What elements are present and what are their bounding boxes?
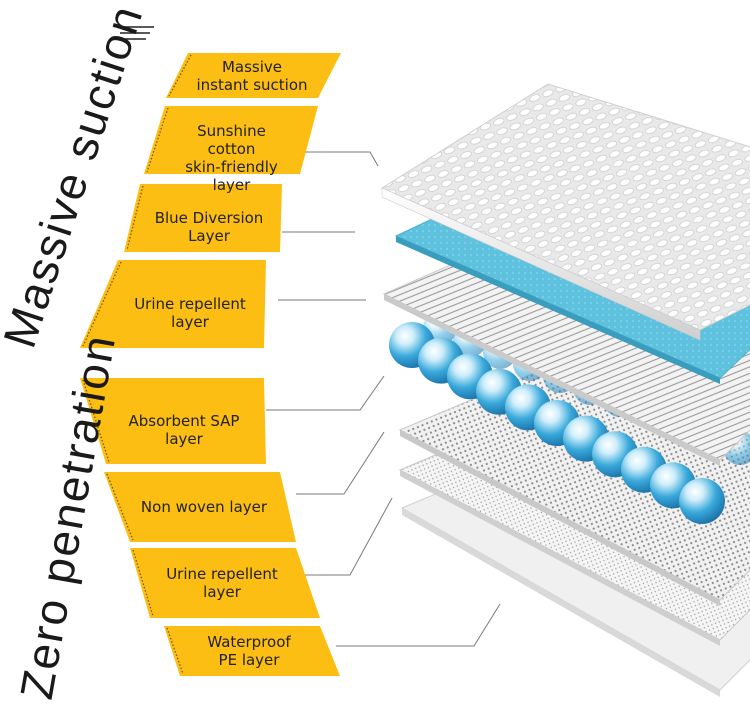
tab-dotted-edge bbox=[82, 261, 122, 347]
leader-line-pe bbox=[336, 603, 501, 647]
tab-dotted-edge bbox=[82, 379, 110, 463]
leader-line-cotton bbox=[305, 151, 379, 167]
tab-dotted-edge bbox=[168, 54, 192, 97]
layer-tab bbox=[124, 184, 282, 252]
layer-tab bbox=[130, 548, 320, 618]
leader-line-sap bbox=[266, 375, 385, 411]
tab-dotted-edge bbox=[126, 185, 144, 251]
tab-dotted-edge bbox=[132, 549, 154, 617]
layer-tab bbox=[164, 626, 340, 676]
layer-tab bbox=[144, 106, 318, 174]
tab-dotted-edge bbox=[166, 627, 184, 675]
leader-line-repellent-bottom bbox=[300, 497, 393, 576]
tab-dotted-edge bbox=[146, 107, 169, 173]
sunshine-cotton-sheet bbox=[380, 83, 750, 341]
layer-tab bbox=[80, 260, 266, 348]
tab-dotted-edge bbox=[106, 473, 134, 541]
leader-lines bbox=[266, 151, 501, 647]
leader-line-nonwoven bbox=[296, 431, 385, 495]
layer-tab bbox=[104, 472, 296, 542]
sap-bead bbox=[679, 478, 725, 524]
menu-lines-icon bbox=[120, 26, 154, 40]
layer-tab bbox=[80, 378, 266, 464]
layer-tab bbox=[166, 53, 341, 98]
layer-tabs bbox=[80, 53, 341, 676]
